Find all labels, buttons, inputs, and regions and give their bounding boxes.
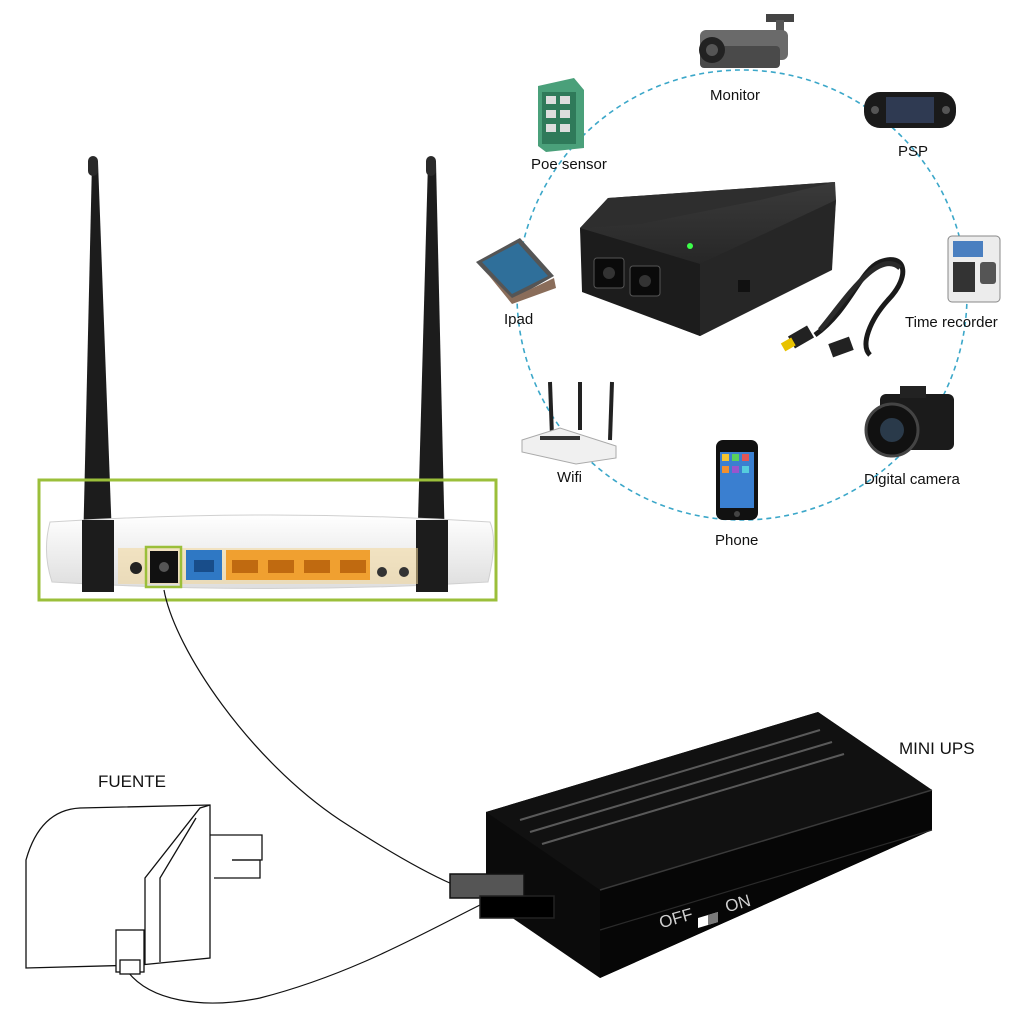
label-wifi: Wifi <box>557 469 582 486</box>
cable-adapter-to-ups <box>127 904 481 1004</box>
camera-icon <box>864 386 954 458</box>
label-digital-camera: Digital camera <box>864 471 960 488</box>
wifi-router-icon <box>521 381 617 465</box>
mini-ups-box <box>486 712 933 978</box>
label-poe-sensor: Poe sensor <box>531 156 607 173</box>
dc-cable-icon <box>780 257 906 358</box>
network-switch-icon <box>538 78 584 152</box>
handheld-console-icon <box>864 92 956 128</box>
label-phone: Phone <box>715 532 759 549</box>
label-psp: PSP <box>898 143 929 160</box>
ups-dc-jacks <box>449 873 555 919</box>
power-adapter-drawing <box>25 804 263 975</box>
label-ipad: Ipad <box>504 311 534 328</box>
label-mini-ups: MINI UPS <box>899 739 975 758</box>
time-clock-icon <box>947 235 1001 303</box>
tablet-icon <box>476 238 556 304</box>
cable-router-to-ups <box>163 589 453 885</box>
router-antenna-left <box>82 158 114 592</box>
label-time-recorder: Time recorder <box>905 314 998 331</box>
smartphone-icon <box>716 440 758 520</box>
power-jack-highlight <box>144 545 183 589</box>
mini-ups-product-icon <box>580 182 836 336</box>
label-monitor: Monitor <box>710 87 761 104</box>
router <box>37 156 498 602</box>
label-fuente: FUENTE <box>98 772 166 791</box>
router-power-button <box>130 562 142 574</box>
router-antenna-right <box>416 158 446 592</box>
security-camera-icon <box>699 14 794 68</box>
router-highlight-box <box>37 478 498 602</box>
